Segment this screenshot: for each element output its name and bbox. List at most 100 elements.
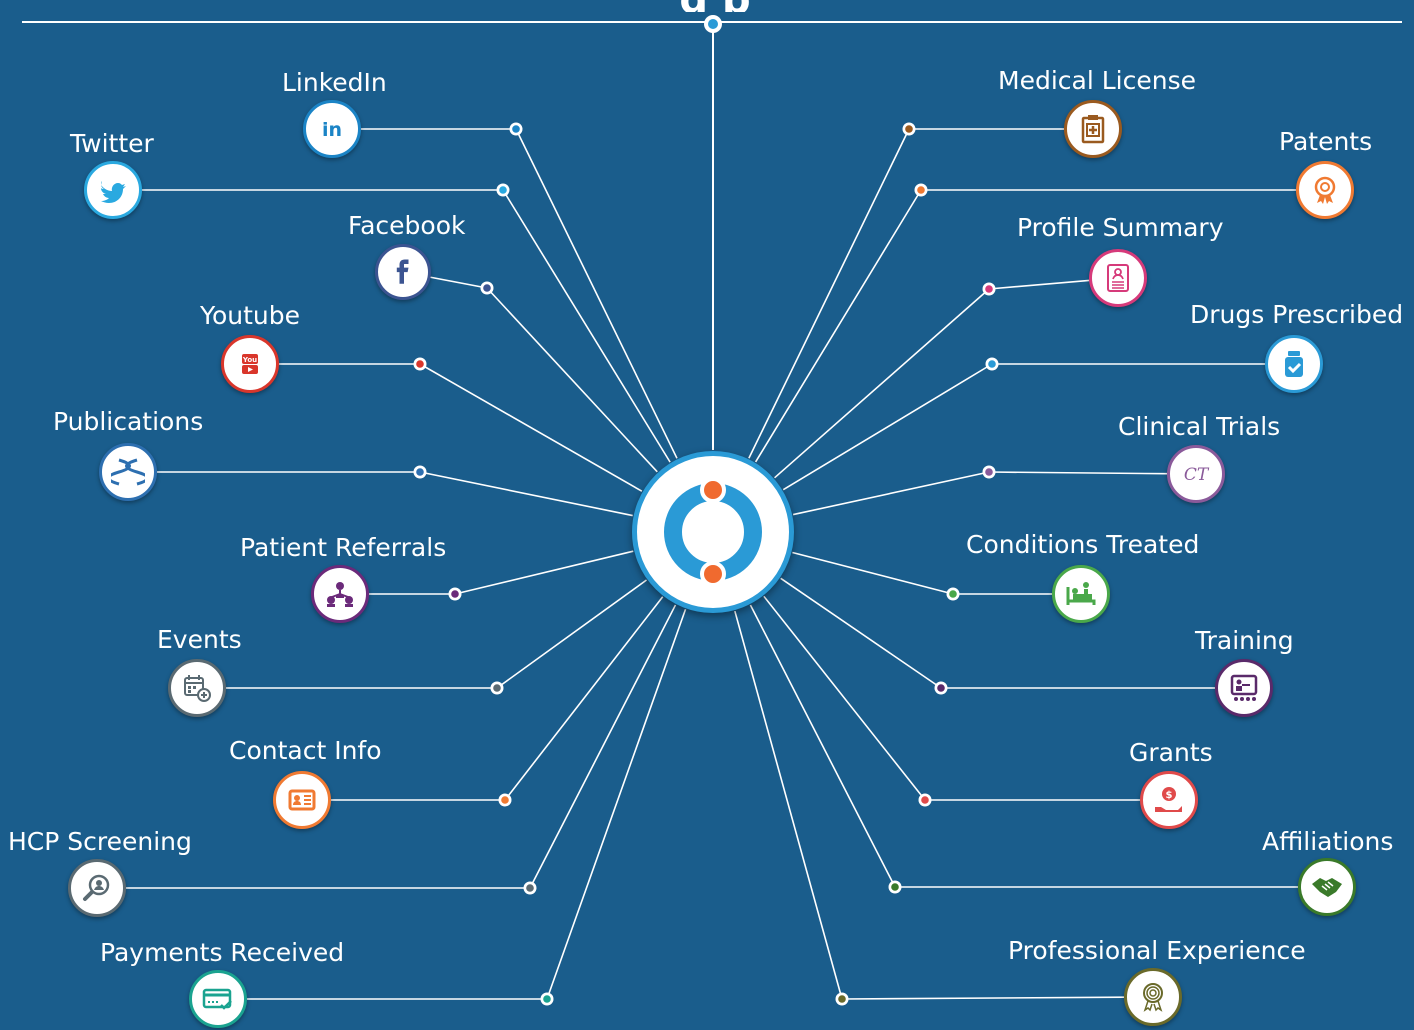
twitter-junction-dot-fill: [499, 186, 507, 194]
svg-text:CT: CT: [1184, 465, 1210, 485]
affiliations-label: Affiliations: [1262, 827, 1394, 856]
patents-node: [1296, 161, 1354, 219]
contact-card-icon: [288, 789, 316, 811]
twitter-bird-icon: [101, 181, 126, 203]
grants-label: Grants: [1129, 738, 1213, 767]
facebook-icon: [396, 259, 409, 284]
youtube-junction-dot-fill: [416, 360, 424, 368]
facebook-junction-dot-fill: [483, 284, 491, 292]
payments-received-label: Payments Received: [100, 938, 345, 967]
profile-summary-node: [1089, 249, 1147, 307]
grants-junction-dot-fill: [921, 796, 929, 804]
patient-referrals-node: [311, 565, 369, 623]
publications-label: Publications: [53, 407, 204, 436]
events-junction-dot-fill: [493, 684, 501, 692]
youtube-spoke-line: [419, 363, 643, 492]
training-junction-dot-fill: [937, 684, 945, 692]
magnifier-person-icon: [83, 874, 110, 901]
conditions-treated-label: Conditions Treated: [966, 530, 1200, 559]
events-node: [168, 659, 226, 717]
drugs-prescribed-spoke-line: [782, 363, 993, 491]
facebook-label: Facebook: [348, 211, 466, 240]
hcp-screening-junction-dot-fill: [526, 884, 534, 892]
training-spoke-line: [780, 577, 942, 689]
events-label: Events: [157, 625, 242, 654]
payments-received-spoke-line: [546, 608, 687, 1000]
publications-node: [99, 443, 157, 501]
professional-experience-connector-line: [841, 996, 1125, 1000]
publications-spoke-line: [419, 471, 633, 517]
professional-experience-spoke-line: [734, 610, 843, 1000]
linkedin-node: in: [303, 100, 361, 158]
linkedin-spoke-line: [515, 128, 678, 459]
svg-text:in: in: [322, 119, 342, 141]
hub-logo-icon: [664, 477, 762, 587]
handshake-icon: [1312, 878, 1342, 897]
medical-license-spoke-line: [748, 128, 910, 459]
hub-logo: [632, 451, 794, 613]
profile-summary-junction-dot-fill: [985, 285, 993, 293]
grants-node: $: [1140, 771, 1198, 829]
linkedin-label: LinkedIn: [282, 68, 387, 97]
pill-bottle-icon: [1285, 351, 1303, 377]
medical-license-junction-dot-fill: [905, 125, 913, 133]
payments-received-node: [189, 970, 247, 1028]
medical-license-icon: [1081, 115, 1105, 144]
contact-info-node: [273, 771, 331, 829]
patient-referrals-spoke-line: [454, 550, 634, 595]
drugs-prescribed-label: Drugs Prescribed: [1190, 300, 1404, 329]
medical-license-node: [1064, 100, 1122, 158]
hcp-screening-spoke-line: [529, 604, 677, 889]
diagram-title-fragment: g p: [640, 0, 790, 12]
training-label: Training: [1195, 626, 1294, 655]
credit-card-check-icon: [202, 988, 232, 1010]
events-spoke-line: [496, 579, 647, 689]
professional-experience-node: [1124, 968, 1182, 1026]
youtube-node: You: [221, 335, 279, 393]
grants-spoke-line: [763, 595, 926, 801]
clinical-trials-label: Clinical Trials: [1118, 412, 1281, 441]
clinical-trials-junction-dot-fill: [985, 468, 993, 476]
medical-license-label: Medical License: [998, 66, 1196, 95]
hospital-bed-icon: [1066, 582, 1096, 605]
affiliations-spoke-line: [749, 604, 896, 888]
hand-money-icon: $: [1155, 787, 1182, 812]
patents-spoke-line: [754, 189, 922, 463]
conditions-treated-junction-dot-fill: [949, 590, 957, 598]
linkedin-icon: in: [322, 119, 342, 141]
contact-info-junction-dot-fill: [501, 796, 509, 804]
hcp-screening-label: HCP Screening: [8, 827, 192, 856]
svg-text:You: You: [242, 356, 257, 364]
professional-experience-junction-dot-fill: [838, 995, 846, 1003]
facebook-connector-line: [430, 276, 488, 289]
ct-text-icon: CT: [1184, 465, 1210, 485]
top-connector-dot-inner: [708, 19, 718, 29]
payments-received-junction-dot-fill: [543, 995, 551, 1003]
profile-summary-label: Profile Summary: [1017, 213, 1224, 242]
youtube-icon: You: [242, 354, 258, 374]
hcp-screening-node: [68, 859, 126, 917]
clinical-trials-connector-line: [988, 471, 1168, 475]
professional-experience-label: Professional Experience: [1008, 936, 1306, 965]
patient-referrals-junction-dot-fill: [451, 590, 459, 598]
twitter-label: Twitter: [70, 129, 154, 158]
clinical-trials-node: CT: [1167, 445, 1225, 503]
dna-helix-icon: [111, 458, 145, 486]
publications-junction-dot-fill: [416, 468, 424, 476]
contact-info-spoke-line: [504, 596, 664, 801]
calendar-add-icon: [184, 675, 211, 702]
patents-label: Patents: [1279, 127, 1373, 156]
facebook-node: [375, 244, 431, 300]
contact-info-label: Contact Info: [229, 736, 382, 765]
linkedin-junction-dot-fill: [512, 125, 520, 133]
drugs-prescribed-junction-dot-fill: [988, 360, 996, 368]
clinical-trials-spoke-line: [792, 471, 990, 516]
facebook-spoke-line: [486, 287, 658, 473]
profile-document-icon: [1107, 264, 1129, 292]
patents-junction-dot-fill: [917, 186, 925, 194]
youtube-label: Youtube: [200, 301, 300, 330]
patient-referrals-label: Patient Referrals: [240, 533, 447, 562]
profile-summary-connector-line: [988, 279, 1090, 290]
affiliations-node: [1298, 858, 1356, 916]
